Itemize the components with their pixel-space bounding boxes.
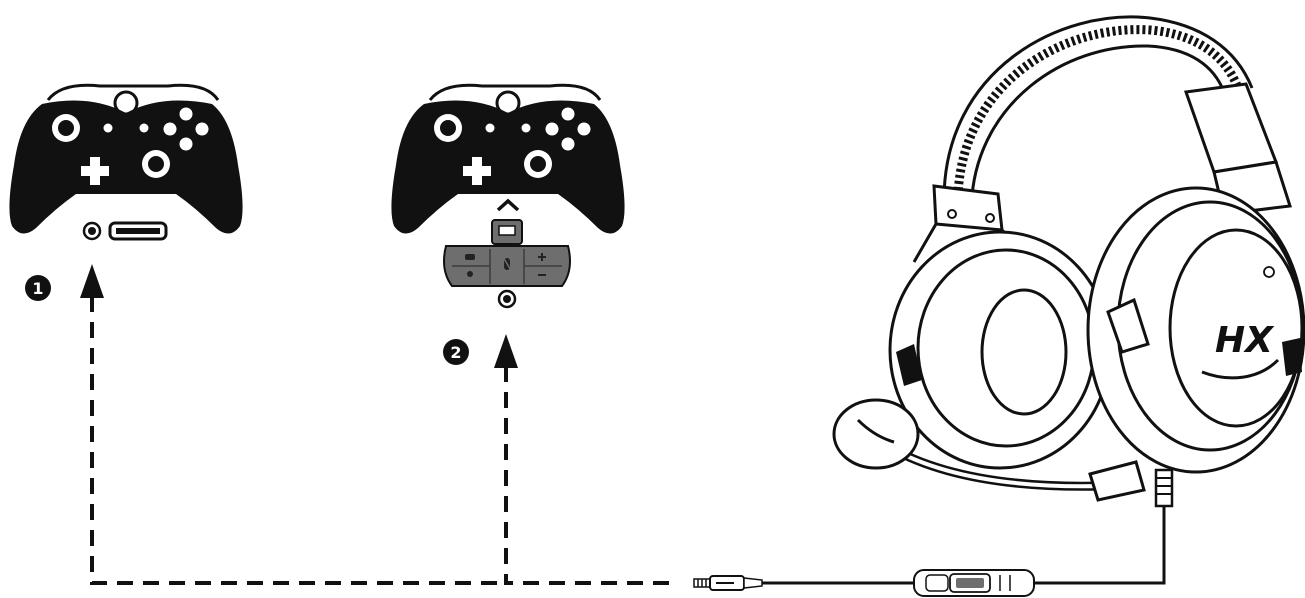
expansion-port bbox=[110, 223, 166, 239]
headset-logo: HX bbox=[1215, 320, 1275, 361]
hand-icon bbox=[1264, 267, 1274, 277]
headset-icon: HX bbox=[890, 17, 1304, 506]
xbox-controller-icon bbox=[391, 85, 624, 233]
audio-jack-port bbox=[84, 223, 100, 239]
connection-path-2 bbox=[494, 334, 676, 583]
step-badge-2: 2 bbox=[443, 339, 469, 365]
audio-plug-icon bbox=[694, 576, 762, 590]
controller-2 bbox=[391, 85, 624, 307]
controller-1 bbox=[9, 85, 242, 239]
connection-path-1 bbox=[80, 264, 506, 583]
xbox-controller-icon bbox=[9, 85, 242, 233]
arrow-up-icon bbox=[80, 264, 104, 298]
insert-arrow-icon bbox=[498, 201, 518, 210]
step-number-2: 2 bbox=[450, 343, 461, 362]
step-badge-1: 1 bbox=[25, 275, 51, 301]
arrow-up-icon bbox=[494, 334, 518, 368]
step-number-1: 1 bbox=[32, 279, 43, 298]
inline-audio-control-icon bbox=[914, 570, 1034, 596]
stereo-headset-adapter-icon bbox=[444, 220, 570, 307]
